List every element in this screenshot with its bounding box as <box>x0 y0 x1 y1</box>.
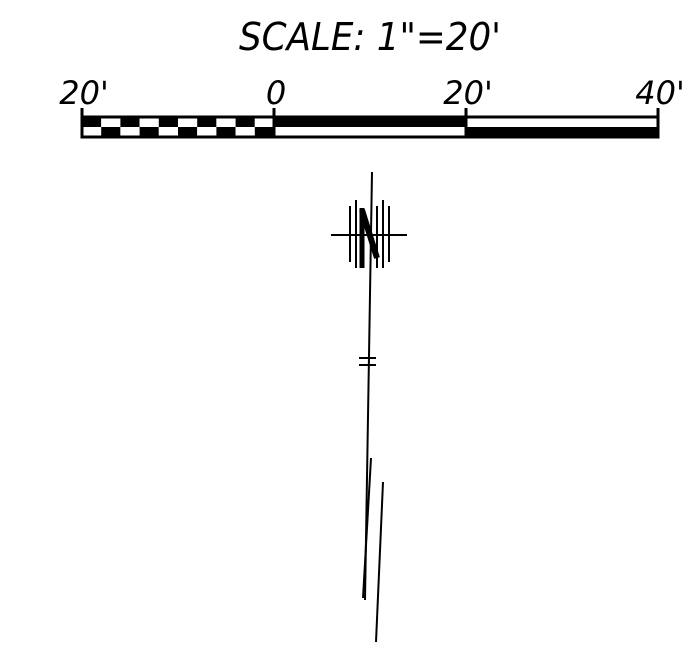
scale-bar-checker-cell <box>235 127 255 137</box>
scale-bar-checker-cell <box>139 127 159 137</box>
north-arrow-tail-line <box>362 457 372 599</box>
scale-bar-solid-segment <box>274 117 466 127</box>
scale-bar-checker-cell <box>254 127 274 137</box>
scale-tick-label: 40' <box>635 74 685 112</box>
scale-bar-checker-cell <box>82 117 102 127</box>
scale-bar-checker-cell <box>254 117 274 127</box>
scale-bar <box>80 108 660 139</box>
scale-bar-checker-cell <box>216 117 236 127</box>
scale-bar-checker-cell <box>178 127 198 137</box>
north-arrow-tail-line <box>375 481 384 643</box>
scale-tick-label: 20' <box>59 74 109 112</box>
scale-title: SCALE: 1"=20' <box>239 15 501 59</box>
scale-tick-label: 20' <box>443 74 493 112</box>
scale-tick-label: 0 <box>266 74 286 112</box>
scale-bar-checker-cell <box>82 127 102 137</box>
scale-bar-checker-cell <box>139 117 159 127</box>
scale-bar-checker-cell <box>197 127 217 137</box>
scale-bar-checker-cell <box>197 117 217 127</box>
scale-bar-checker-cell <box>101 117 121 127</box>
north-arrow-symbol <box>331 200 407 268</box>
north-arrow-glyph-stroke <box>359 209 380 259</box>
scale-bar-checker-cell <box>120 127 140 137</box>
scale-bar-checker-cell <box>178 117 198 127</box>
scale-bar-solid-segment <box>466 127 658 137</box>
north-arrow: N <box>331 171 407 643</box>
scale-bar-checker-cell <box>235 117 255 127</box>
scale-bar-checker-cell <box>216 127 236 137</box>
scale-bar-checker-section <box>82 117 274 137</box>
scale-bar-checker-cell <box>120 117 140 127</box>
scale-bar-checker-cell <box>101 127 121 137</box>
scale-bar-checker-cell <box>158 127 178 137</box>
scale-bar-checker-cell <box>158 117 178 127</box>
